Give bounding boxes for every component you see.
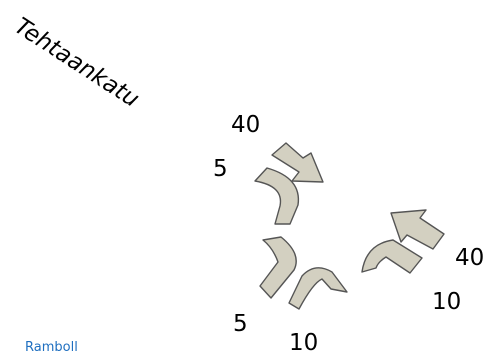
count-right-left-turn: 10 (432, 289, 461, 315)
top-uturn-arrow (254, 167, 300, 225)
right-left-turn-arrow (361, 239, 423, 274)
street-name-label: Tehtaankatu (10, 13, 144, 113)
count-top-straight: 40 (231, 112, 260, 138)
right-straight-arrow (390, 209, 445, 250)
ramboll-logo-text: Ramboll (25, 340, 78, 355)
top-straight-arrow (271, 142, 324, 183)
count-bottom-uturn: 5 (233, 311, 248, 337)
count-bottom-left-turn: 10 (289, 330, 318, 356)
count-top-uturn: 5 (213, 156, 228, 182)
bottom-left-turn-arrow (288, 267, 348, 310)
bottom-uturn-arrow (259, 236, 297, 299)
count-right-straight: 40 (455, 245, 484, 271)
